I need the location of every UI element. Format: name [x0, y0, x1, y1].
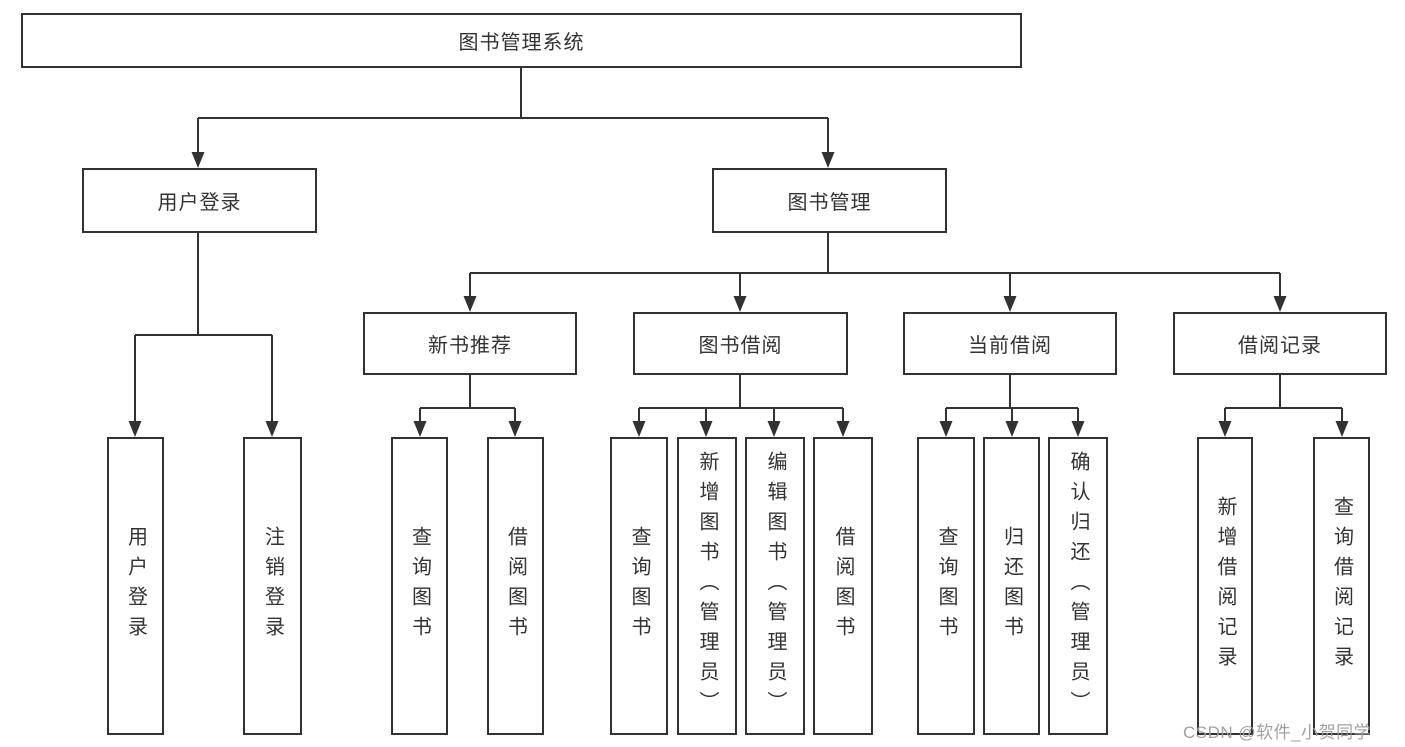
leaf-edit-book-admin: 编辑图书（管理员）: [745, 437, 805, 735]
leaf-return-book-label: 归还图书: [1000, 526, 1023, 646]
leaf-query-borrow-record: 查询借阅记录: [1313, 437, 1370, 735]
leaf-query-book-3-label: 查询图书: [935, 526, 957, 646]
node-current-borrow: 当前借阅: [903, 312, 1117, 375]
leaf-add-book-admin-label: 新增图书（管理员）: [696, 451, 718, 721]
leaf-add-book-admin: 新增图书（管理员）: [677, 437, 737, 735]
node-book-management: 图书管理: [712, 168, 947, 233]
node-book-borrow: 图书借阅: [633, 312, 848, 375]
leaf-confirm-return-admin: 确认归还（管理员）: [1048, 437, 1108, 735]
leaf-query-borrow-record-label: 查询借阅记录: [1330, 496, 1353, 676]
csdn-watermark: CSDN @软件_小贺同学: [1183, 723, 1372, 742]
leaf-add-borrow-record: 新增借阅记录: [1197, 437, 1253, 735]
leaf-borrow-book-2-label: 借阅图书: [832, 526, 854, 646]
arrowheads: [128, 152, 1349, 437]
node-book-borrow-label: 图书借阅: [698, 335, 783, 357]
node-new-book-recommend: 新书推荐: [363, 312, 577, 375]
node-current-borrow-label: 当前借阅: [968, 335, 1052, 357]
leaf-query-book-1: 查询图书: [391, 437, 448, 735]
leaf-query-book-1-label: 查询图书: [408, 526, 431, 646]
leaf-borrow-book-1-label: 借阅图书: [504, 526, 527, 646]
node-root: 图书管理系统: [21, 13, 1022, 68]
leaf-add-borrow-record-label: 新增借阅记录: [1214, 496, 1236, 676]
leaf-logout: 注销登录: [243, 437, 302, 735]
leaf-borrow-book-2: 借阅图书: [813, 437, 873, 735]
leaf-user-login-label: 用户登录: [124, 526, 147, 646]
node-user-login-label: 用户登录: [157, 192, 242, 214]
leaf-query-book-3: 查询图书: [917, 437, 975, 735]
leaf-query-book-2: 查询图书: [610, 437, 668, 735]
node-borrow-records: 借阅记录: [1173, 312, 1387, 375]
node-root-label: 图书管理系统: [458, 32, 585, 54]
leaf-borrow-book-1: 借阅图书: [487, 437, 544, 735]
node-new-book-recommend-label: 新书推荐: [428, 335, 512, 357]
node-borrow-records-label: 借阅记录: [1238, 335, 1322, 357]
node-user-login: 用户登录: [82, 168, 317, 233]
node-book-management-label: 图书管理: [787, 192, 872, 214]
leaf-logout-label: 注销登录: [261, 526, 284, 646]
leaf-return-book: 归还图书: [983, 437, 1040, 735]
leaf-confirm-return-admin-label: 确认归还（管理员）: [1067, 451, 1089, 721]
leaf-edit-book-admin-label: 编辑图书（管理员）: [764, 451, 786, 721]
leaf-query-book-2-label: 查询图书: [628, 526, 650, 646]
leaf-user-login: 用户登录: [107, 437, 164, 735]
